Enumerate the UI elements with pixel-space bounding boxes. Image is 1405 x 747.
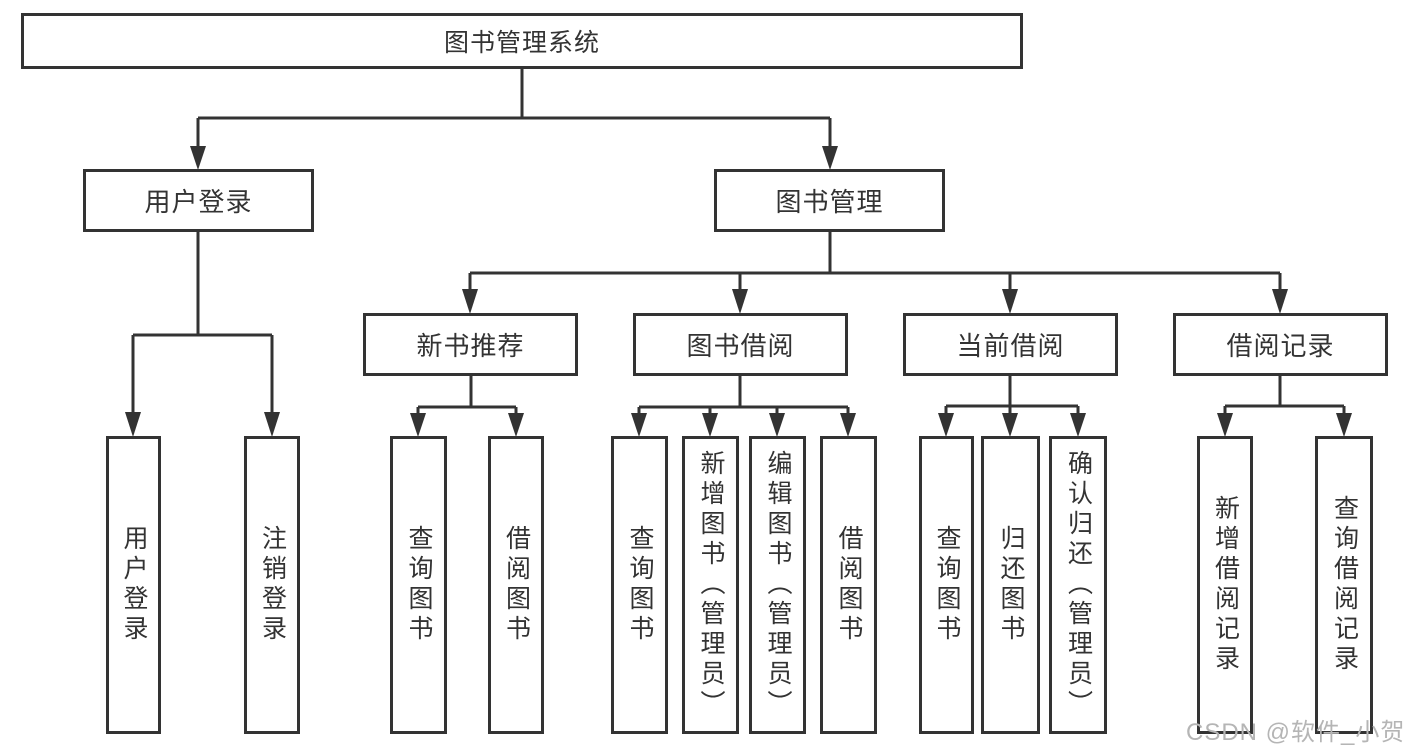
leaf-add-borrow-record: 新增借阅记录: [1197, 436, 1253, 734]
arrowhead-query3: [938, 413, 954, 437]
arrowhead-user-login: [190, 146, 206, 170]
arrowhead-borrow2: [840, 413, 856, 437]
watermark: CSDN @软件_小贺同学: [1186, 719, 1405, 746]
node-library-system: 图书管理系统: [21, 13, 1023, 69]
arrowhead-query2: [631, 413, 647, 437]
arrowhead-query-record: [1336, 413, 1352, 437]
arrowhead-return: [1002, 413, 1018, 437]
node-book-management: 图书管理: [714, 169, 945, 232]
node-current-borrow: 当前借阅: [903, 313, 1118, 376]
leaf-user-login: 用户登录: [106, 436, 161, 734]
arrowhead-book-mgmt: [822, 146, 838, 170]
arrowhead-add-record: [1217, 413, 1233, 437]
arrowhead-query1: [410, 413, 426, 437]
arrowhead-borrow-record: [1272, 289, 1288, 314]
arrowhead-borrow1: [508, 413, 524, 437]
leaf-add-book-admin: 新增图书（管理员）: [682, 436, 739, 734]
node-new-book-recommend: 新书推荐: [363, 313, 578, 376]
leaf-logout: 注销登录: [244, 436, 300, 734]
arrowhead-leaf-logout: [264, 412, 280, 437]
leaf-query-book-3: 查询图书: [919, 436, 974, 734]
node-book-borrow: 图书借阅: [633, 313, 848, 376]
arrowhead-book-borrow: [732, 289, 748, 314]
arrowhead-add-book: [702, 413, 718, 437]
leaf-borrow-book-1: 借阅图书: [488, 436, 544, 734]
leaf-return-book: 归还图书: [981, 436, 1040, 734]
node-user-login: 用户登录: [83, 169, 314, 232]
leaf-query-book-2: 查询图书: [611, 436, 668, 734]
node-borrow-record: 借阅记录: [1173, 313, 1388, 376]
arrowhead-leaf-user-login: [125, 412, 141, 437]
leaf-confirm-return-admin: 确认归还（管理员）: [1049, 436, 1107, 734]
leaf-query-book-1: 查询图书: [390, 436, 447, 734]
leaf-borrow-book-2: 借阅图书: [820, 436, 877, 734]
arrowhead-confirm: [1070, 413, 1086, 437]
leaf-edit-book-admin: 编辑图书（管理员）: [749, 436, 806, 734]
leaf-query-borrow-record: 查询借阅记录: [1315, 436, 1373, 734]
arrowhead-new-book-rec: [462, 289, 478, 314]
arrowhead-current-borrow: [1002, 289, 1018, 314]
arrowhead-edit-book: [769, 413, 785, 437]
